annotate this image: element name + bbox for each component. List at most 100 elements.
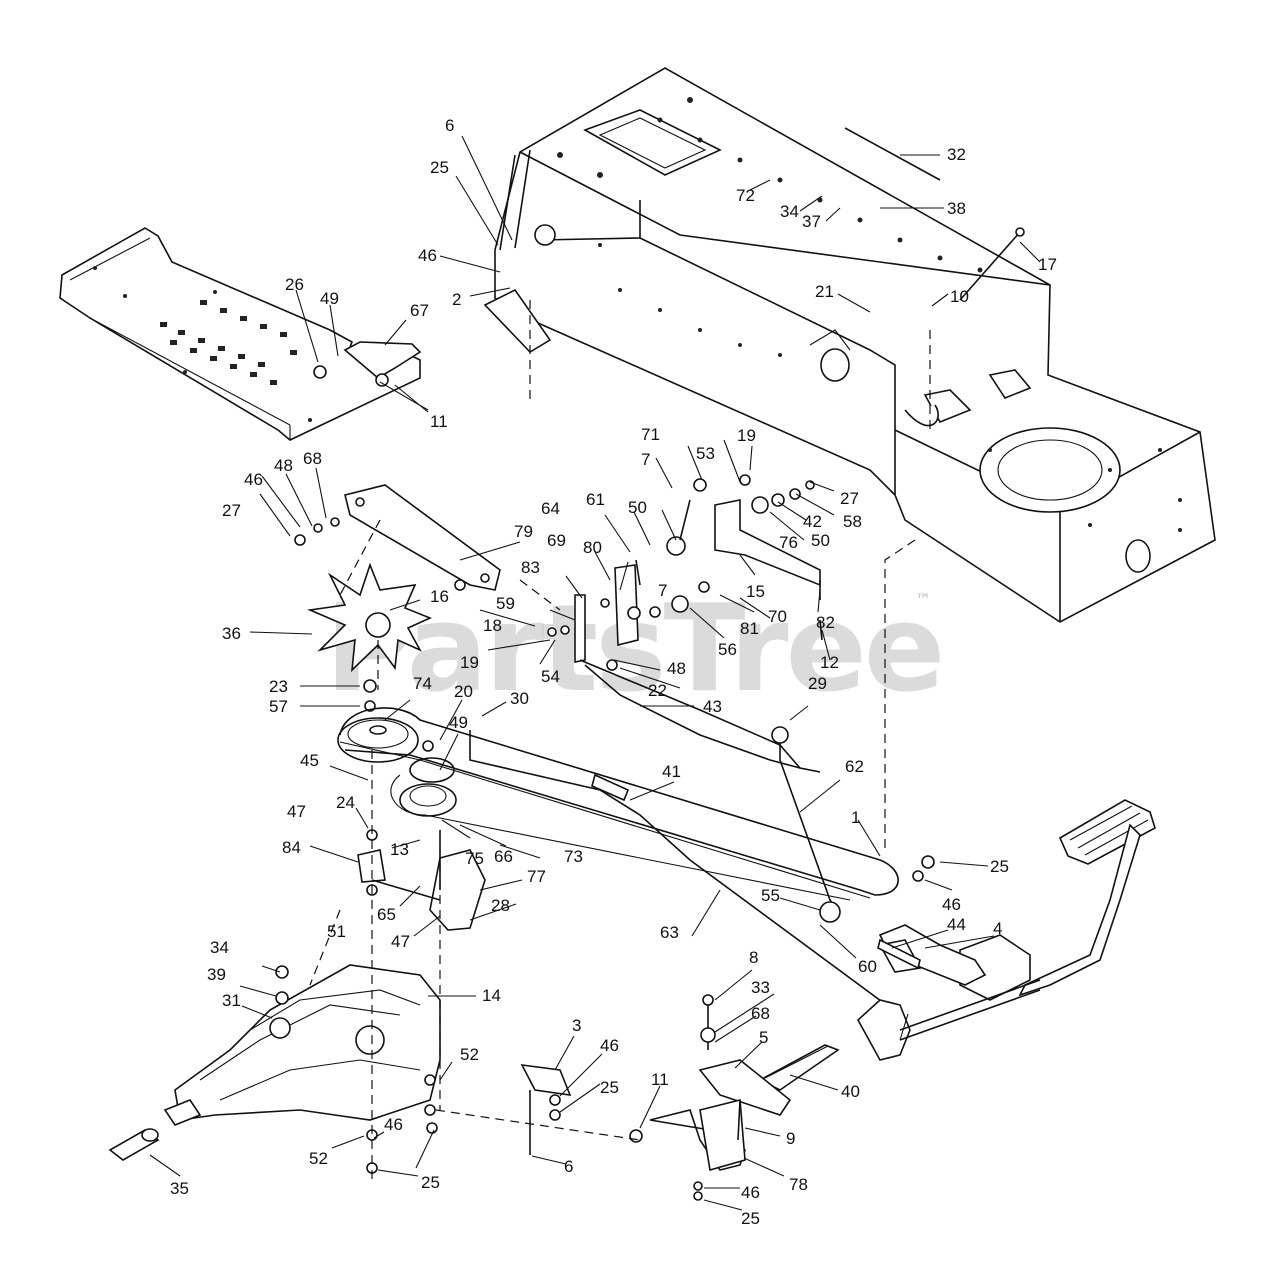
callout-6: 6 bbox=[564, 1157, 573, 1176]
callout-31: 31 bbox=[222, 991, 241, 1010]
callout-71: 71 bbox=[641, 425, 660, 444]
callout-29: 29 bbox=[808, 674, 827, 693]
callout-32: 32 bbox=[947, 145, 966, 164]
cable-41 bbox=[469, 730, 901, 1016]
callout-52: 52 bbox=[309, 1149, 328, 1168]
callout-46: 46 bbox=[384, 1115, 403, 1134]
callout-10: 10 bbox=[950, 287, 969, 306]
callout-18: 18 bbox=[483, 616, 502, 635]
transaxle bbox=[163, 964, 441, 1126]
callout-14: 14 bbox=[482, 986, 501, 1005]
callout-63: 63 bbox=[660, 923, 679, 942]
callout-69: 69 bbox=[547, 531, 566, 550]
callout-40: 40 bbox=[841, 1082, 860, 1101]
callout-28: 28 bbox=[491, 896, 510, 915]
shift-rod-62 bbox=[779, 740, 841, 916]
callout-66: 66 bbox=[494, 847, 513, 866]
callout-81: 81 bbox=[740, 619, 759, 638]
callout-57: 57 bbox=[269, 697, 288, 716]
callout-70: 70 bbox=[768, 607, 787, 626]
callout-46: 46 bbox=[418, 246, 437, 265]
callout-27: 27 bbox=[840, 489, 859, 508]
callout-65: 65 bbox=[377, 905, 396, 924]
callout-25: 25 bbox=[421, 1173, 440, 1192]
callout-48: 48 bbox=[667, 659, 686, 678]
callout-50: 50 bbox=[628, 498, 647, 517]
callout-25: 25 bbox=[600, 1078, 619, 1097]
callout-1: 1 bbox=[851, 808, 860, 827]
callout-51: 51 bbox=[327, 922, 346, 941]
rod-32 bbox=[844, 127, 941, 181]
cable-43 bbox=[584, 664, 801, 769]
callout-33: 33 bbox=[751, 978, 770, 997]
brake-pedal bbox=[856, 799, 1156, 1061]
callout-20: 20 bbox=[454, 682, 473, 701]
callout-8: 8 bbox=[749, 948, 758, 967]
callout-44: 44 bbox=[947, 915, 966, 934]
callout-46: 46 bbox=[741, 1183, 760, 1202]
cooling-fan bbox=[307, 562, 433, 673]
callout-48: 48 bbox=[274, 456, 293, 475]
callout-22: 22 bbox=[648, 681, 667, 700]
callout-68: 68 bbox=[303, 449, 322, 468]
lift-linkage bbox=[294, 474, 823, 773]
bolt-17 bbox=[959, 231, 1021, 301]
callout-53: 53 bbox=[696, 444, 715, 463]
callout-7: 7 bbox=[641, 450, 650, 469]
callout-21: 21 bbox=[815, 282, 834, 301]
callout-34: 34 bbox=[780, 202, 799, 221]
callout-54: 54 bbox=[541, 667, 560, 686]
callout-46: 46 bbox=[942, 895, 961, 914]
callout-72: 72 bbox=[736, 186, 755, 205]
callout-67: 67 bbox=[410, 301, 429, 320]
bracket-5 bbox=[698, 1059, 792, 1116]
callout-56: 56 bbox=[718, 640, 737, 659]
callout-62: 62 bbox=[845, 757, 864, 776]
callout-19: 19 bbox=[737, 426, 756, 445]
callout-5: 5 bbox=[759, 1028, 768, 1047]
callout-19: 19 bbox=[460, 653, 479, 672]
callout-42: 42 bbox=[803, 512, 822, 531]
callout-47: 47 bbox=[391, 932, 410, 951]
callout-13: 13 bbox=[390, 840, 409, 859]
callout-2: 2 bbox=[452, 290, 461, 309]
axle-tube bbox=[108, 1128, 160, 1161]
callout-9: 9 bbox=[786, 1129, 795, 1148]
callout-leaders bbox=[149, 135, 1041, 1211]
callout-80: 80 bbox=[583, 538, 602, 557]
callout-50: 50 bbox=[811, 531, 830, 550]
callout-83: 83 bbox=[521, 558, 540, 577]
callout-68: 68 bbox=[751, 1004, 770, 1023]
callout-78: 78 bbox=[789, 1175, 808, 1194]
callout-84: 84 bbox=[282, 838, 301, 857]
callout-16: 16 bbox=[430, 587, 449, 606]
callout-4: 4 bbox=[993, 919, 1002, 938]
callout-59: 59 bbox=[496, 594, 515, 613]
callout-3: 3 bbox=[572, 1016, 581, 1035]
callout-24: 24 bbox=[336, 793, 355, 812]
callout-11: 11 bbox=[651, 1070, 669, 1089]
callout-27: 27 bbox=[222, 501, 241, 520]
callout-41: 41 bbox=[662, 762, 681, 781]
callout-7: 7 bbox=[658, 581, 667, 600]
callout-77: 77 bbox=[527, 867, 546, 886]
callout-30: 30 bbox=[510, 689, 529, 708]
watermark-trademark: ™ bbox=[915, 590, 931, 609]
callout-60: 60 bbox=[858, 957, 877, 976]
callout-labels: 6 25 46 2 32 72 34 37 38 17 21 10 26 49 … bbox=[170, 116, 1057, 1228]
callout-25: 25 bbox=[741, 1209, 760, 1228]
callout-45: 45 bbox=[300, 751, 319, 770]
callout-37: 37 bbox=[802, 212, 821, 231]
callout-17: 17 bbox=[1038, 255, 1057, 274]
callout-46: 46 bbox=[244, 470, 263, 489]
callout-15: 15 bbox=[746, 582, 765, 601]
callout-76: 76 bbox=[779, 533, 798, 552]
idler-pulley bbox=[399, 740, 457, 817]
footrest-plate bbox=[59, 227, 422, 441]
callout-34: 34 bbox=[210, 938, 229, 957]
callout-6: 6 bbox=[445, 116, 454, 135]
callout-49: 49 bbox=[320, 289, 339, 308]
callout-47: 47 bbox=[287, 802, 306, 821]
callout-64: 64 bbox=[541, 499, 560, 518]
